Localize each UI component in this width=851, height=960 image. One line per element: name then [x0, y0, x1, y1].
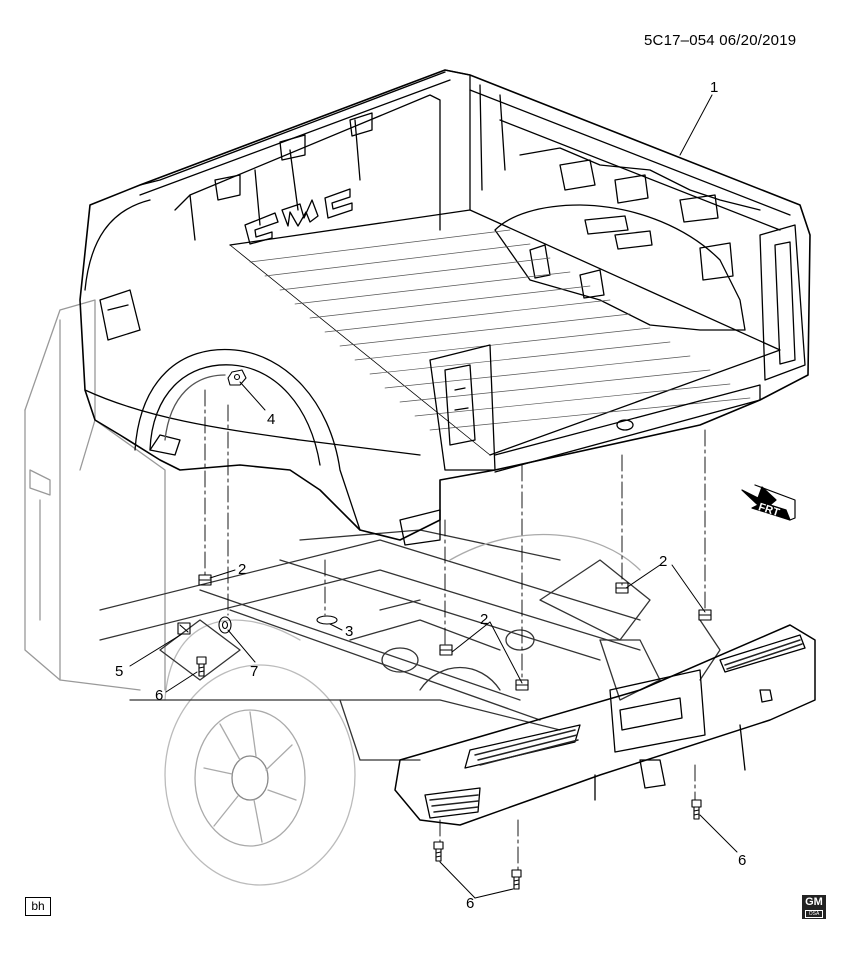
front-direction-label: FRT — [757, 501, 781, 519]
diagram-number: 5C17–054 — [644, 32, 715, 49]
callout-6: 6 — [738, 852, 746, 869]
spacer-icon — [515, 679, 529, 691]
cab-outline — [24, 299, 166, 691]
pickup-box — [79, 69, 811, 546]
nut-icon — [227, 369, 247, 386]
callout-2: 2 — [480, 611, 488, 628]
fuel-door — [99, 289, 141, 341]
spacer-icon — [698, 609, 712, 621]
callout-2: 2 — [659, 553, 667, 570]
gm-logo-text: GM — [805, 896, 823, 908]
bolt-icon — [433, 841, 444, 862]
callout-7: 7 — [250, 663, 258, 680]
callout-2: 2 — [238, 561, 246, 578]
gm-logo-subtext: OSA — [805, 910, 823, 918]
plug-icon — [316, 615, 338, 625]
leader-lines — [129, 94, 738, 899]
spacer-icon — [439, 644, 453, 656]
front-direction-arrow-icon: FRT — [741, 484, 796, 521]
spacer-icon — [198, 574, 212, 586]
callout-3: 3 — [345, 623, 353, 640]
assembly-lines — [204, 389, 706, 871]
callout-1: 1 — [710, 79, 718, 96]
clip-icon — [177, 622, 191, 635]
artist-initials-box: bh — [25, 897, 51, 916]
callout-4: 4 — [267, 411, 275, 428]
bolt-icon — [511, 869, 522, 890]
rear-bumper — [394, 624, 816, 826]
callout-5: 5 — [115, 663, 123, 680]
gmc-emblem-icon — [244, 188, 353, 245]
bolt-icon — [196, 656, 207, 677]
callout-labels: 1 4 2 2 2 3 5 7 6 6 6 — [115, 79, 746, 912]
diagram-date: 06/20/2019 — [719, 32, 797, 49]
rear-tire — [164, 619, 356, 886]
gm-logo-icon: GM OSA — [802, 895, 826, 919]
bolt-icon — [691, 799, 702, 820]
callout-6: 6 — [155, 687, 163, 704]
diagram-id: 5C17–054 06/20/2019 — [644, 32, 796, 49]
seal-icon — [218, 616, 232, 634]
frame-chassis — [99, 529, 721, 761]
callout-6: 6 — [466, 895, 474, 912]
